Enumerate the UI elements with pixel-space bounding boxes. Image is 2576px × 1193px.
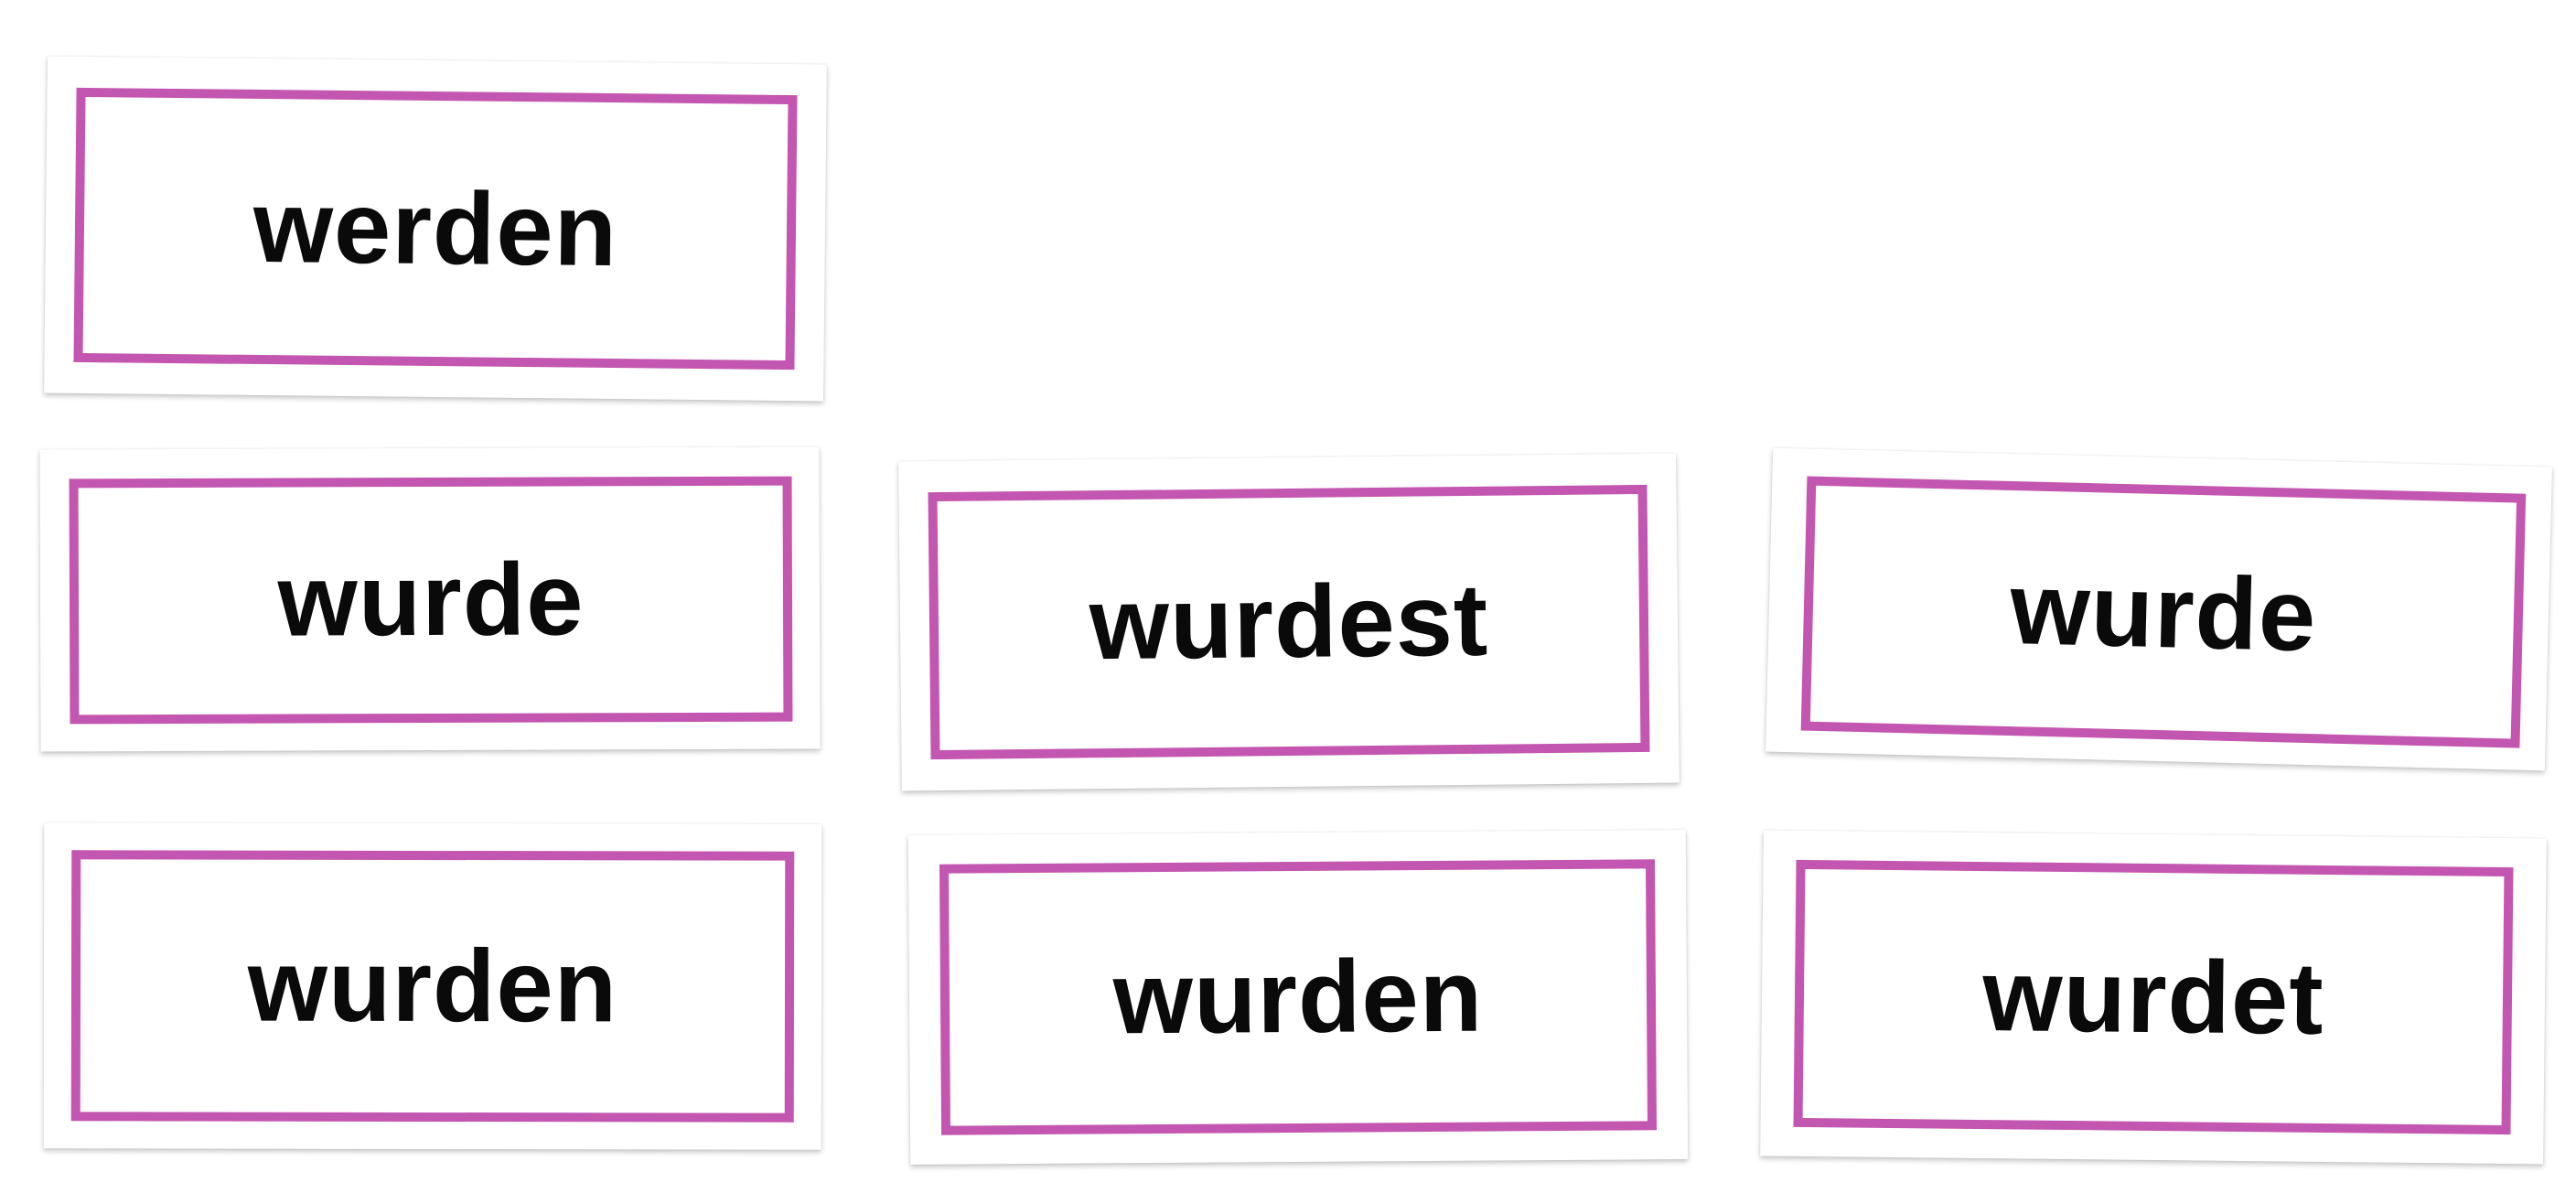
card-frame: wurde [69, 476, 793, 725]
card-word: wurden [1112, 938, 1484, 1056]
word-card-werden: werden [44, 56, 827, 402]
card-frame: wurde [1800, 476, 2527, 748]
card-frame: wurdet [1793, 859, 2514, 1135]
card-frame: werden [73, 87, 798, 371]
card-frame: wurden [939, 859, 1658, 1135]
word-card-wurdest: wurdest [898, 453, 1680, 791]
card-word: wurden [247, 928, 618, 1044]
card-word: wurde [2009, 551, 2318, 673]
card-word: wurdet [1981, 938, 2325, 1056]
card-frame: wurden [70, 850, 795, 1123]
word-card-wurden-1: wurden [43, 822, 822, 1150]
word-card-wurde-1: wurde [39, 446, 821, 752]
card-word: wurdest [1089, 562, 1489, 682]
card-word: wurde [277, 542, 585, 658]
word-card-wurde-2: wurde [1766, 447, 2552, 771]
word-card-wurdet: wurdet [1760, 830, 2547, 1165]
word-card-wurden-2: wurden [907, 830, 1689, 1165]
card-frame: wurdest [928, 484, 1650, 760]
card-word: werden [252, 168, 618, 288]
